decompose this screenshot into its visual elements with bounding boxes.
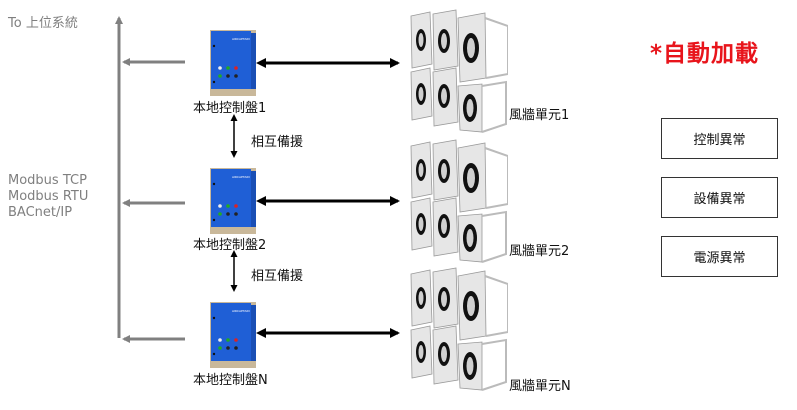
- fan-wall-unit-1-label: 風牆單元1: [509, 108, 570, 123]
- svg-text:AIRCAPTAIN: AIRCAPTAIN: [232, 175, 250, 179]
- fan-wall-unit-n-image: [410, 267, 508, 391]
- fan-wall-unit-n-label: 風牆單元N: [509, 379, 571, 394]
- control-panel-n-label: 本地控制盤N: [193, 373, 268, 388]
- mutual-backup-label-1: 相互備援: [251, 135, 304, 150]
- protocol-bacnet-ip: BACnet/IP: [8, 205, 73, 220]
- upper-system-label: To 上位系統: [8, 16, 78, 31]
- svg-text:AIRCAPTAIN: AIRCAPTAIN: [232, 309, 250, 313]
- status-box-power-error-label: 電源異常: [693, 251, 746, 266]
- fan-wall-unit-2-image: [410, 139, 508, 263]
- mutual-backup-label-2: 相互備援: [251, 269, 304, 284]
- protocol-modbus-tcp: Modbus TCP: [8, 173, 87, 188]
- protocol-list: Modbus TCP Modbus RTU BACnet/IP: [8, 173, 88, 221]
- status-box-control-error-label: 控制異常: [693, 133, 746, 148]
- control-panel-2-label: 本地控制盤2: [193, 238, 267, 253]
- status-box-equipment-error: 設備異常: [661, 177, 778, 218]
- svg-text:AIRCAPTAIN: AIRCAPTAIN: [232, 37, 250, 41]
- fan-wall-unit-2-label: 風牆單元2: [509, 244, 570, 259]
- fan-wall-unit-1-image: [410, 9, 508, 133]
- control-panel-n-image: AIRCAPTAIN: [210, 302, 256, 368]
- control-panel-2-image: AIRCAPTAIN: [210, 168, 256, 234]
- control-panel-1-image: AIRCAPTAIN: [210, 30, 256, 96]
- control-panel-1-label: 本地控制盤1: [193, 101, 267, 116]
- status-box-control-error: 控制異常: [661, 118, 778, 159]
- protocol-modbus-rtu: Modbus RTU: [8, 189, 89, 204]
- status-box-power-error: 電源異常: [661, 236, 778, 277]
- auto-load-label: *自動加載: [650, 41, 760, 67]
- status-box-equipment-error-label: 設備異常: [693, 192, 746, 207]
